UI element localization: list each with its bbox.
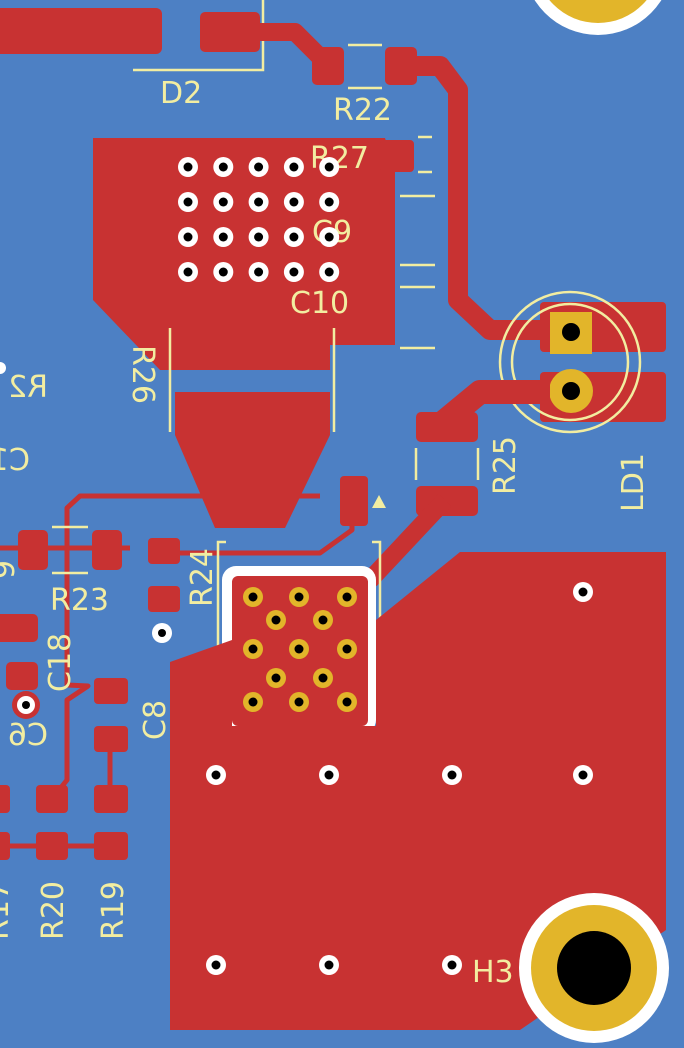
via-drill	[248, 592, 258, 602]
via-drill	[324, 960, 334, 970]
via-drill	[324, 770, 334, 780]
copper-pour-bottom	[170, 552, 666, 1030]
label-D2: D2	[160, 76, 202, 111]
label-C10: C10	[290, 286, 349, 321]
label-C18: C18	[43, 633, 78, 692]
label-partial-6: 6	[0, 560, 19, 579]
via-drill	[218, 232, 228, 242]
via-drill	[248, 697, 258, 707]
label-R19: R19	[96, 881, 131, 940]
via-drill	[183, 162, 193, 172]
via-drill	[271, 615, 281, 625]
label-back-C1x: C1	[0, 443, 30, 478]
via-array	[178, 157, 340, 282]
component-R19[interactable]: R19	[94, 785, 131, 940]
via-drill	[254, 267, 264, 277]
via-drill	[218, 162, 228, 172]
component-R17-partial[interactable]: R17	[0, 785, 16, 940]
via-drill	[294, 644, 304, 654]
via-drill	[318, 673, 328, 683]
component-R20[interactable]: R20	[36, 785, 71, 940]
via-drill	[254, 162, 264, 172]
via-drill	[183, 197, 193, 207]
via-drill	[289, 162, 299, 172]
label-R24: R24	[185, 548, 220, 607]
via-drill	[294, 592, 304, 602]
via-drill	[342, 592, 352, 602]
via-drill	[289, 267, 299, 277]
component-R25[interactable]: R25	[414, 412, 523, 516]
via-drill	[218, 267, 228, 277]
component-LD1[interactable]: LD1	[498, 290, 666, 512]
label-R23: R23	[50, 583, 109, 618]
mounting-hole-H3[interactable]: H3	[472, 893, 669, 1043]
label-H3: H3	[472, 955, 514, 990]
label-LD1: LD1	[616, 453, 651, 512]
via-drill	[254, 232, 264, 242]
component-R23[interactable]: R23	[18, 525, 122, 618]
via-drill	[447, 960, 457, 970]
via-drill	[578, 770, 588, 780]
via-drill	[324, 232, 334, 242]
label-C8: C8	[138, 700, 173, 740]
label-R27: R27	[310, 141, 369, 176]
label-R25: R25	[488, 436, 523, 495]
label-partial-R17: R17	[0, 881, 16, 940]
label-R20: R20	[36, 881, 71, 940]
label-R22: R22	[333, 93, 392, 128]
via-drill	[289, 197, 299, 207]
via-drill	[211, 960, 221, 970]
via-drill	[447, 770, 457, 780]
via-drill	[211, 770, 221, 780]
label-back-C6: C6	[8, 718, 48, 753]
component-D2[interactable]: D2	[0, 0, 265, 111]
component-C18[interactable]: C18 C6	[0, 614, 78, 753]
via-drill	[289, 232, 299, 242]
via-drill	[342, 697, 352, 707]
via-drill	[294, 697, 304, 707]
via-drill	[324, 267, 334, 277]
mounting-hole-top	[534, 0, 662, 35]
component-R22[interactable]: R22	[312, 43, 417, 128]
label-back-R2x: R2	[8, 370, 48, 405]
via-drill	[324, 197, 334, 207]
via-drill	[318, 615, 328, 625]
copper-pour-c9-c10	[93, 138, 395, 370]
via-drill	[271, 673, 281, 683]
via-drill	[248, 644, 258, 654]
via-drill	[342, 644, 352, 654]
via-drill	[183, 267, 193, 277]
via-drill	[183, 232, 193, 242]
component-C8[interactable]: C8	[94, 678, 173, 752]
via-drill	[324, 162, 334, 172]
via-drill	[218, 197, 228, 207]
component-Q1[interactable]: Q1 R24	[185, 540, 428, 734]
via-drill	[254, 197, 264, 207]
via-drill	[578, 587, 588, 597]
label-R26: R26	[125, 345, 160, 404]
